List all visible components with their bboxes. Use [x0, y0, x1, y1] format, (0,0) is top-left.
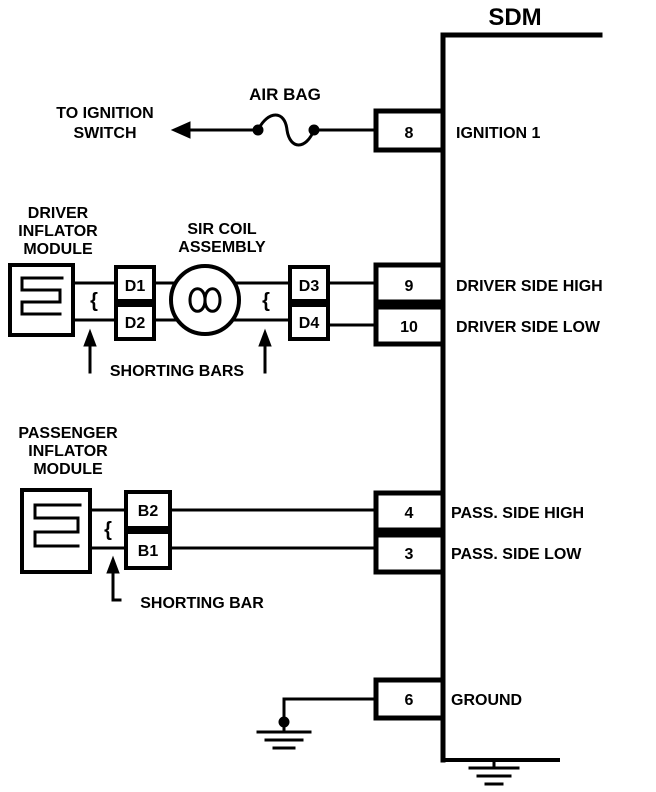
passenger-module-label-2: INFLATOR [28, 443, 108, 460]
pin-name-ignition: IGNITION 1 [456, 125, 541, 142]
connector-b1: B1 [138, 543, 159, 560]
pin-box-3 [373, 532, 446, 575]
shorting-arrow-right-icon [258, 328, 272, 347]
ground-wire [282, 697, 378, 724]
driver-shorting-bracket-left: { [90, 290, 98, 312]
pin-name-ground: GROUND [451, 692, 522, 709]
driver-module-box [8, 263, 75, 337]
passenger-module-box [20, 488, 92, 574]
arrow-icon [170, 121, 191, 139]
ignition-switch-label-1: TO IGNITION [56, 105, 153, 122]
connector-d4-box [288, 303, 330, 341]
connector-d3: D3 [299, 278, 320, 295]
driver-module-label-3: MODULE [23, 241, 93, 258]
driver-squib-icon [20, 276, 64, 316]
driver-shorting-bracket-right: { [262, 290, 270, 312]
fuse-terminal-right [308, 124, 320, 136]
pin-name-pass-high: PASS. SIDE HIGH [451, 505, 584, 522]
ignition-switch-label-2: SWITCH [73, 125, 136, 142]
coil-winding-icon [188, 287, 222, 313]
sdm-title: SDM [488, 4, 541, 31]
pin-number-10: 10 [400, 319, 418, 336]
passenger-module-label-1: PASSENGER [18, 425, 118, 442]
passenger-shorting-bracket: { [104, 519, 112, 541]
pin-name-driver-low: DRIVER SIDE LOW [456, 319, 601, 336]
pin-name-pass-low: PASS. SIDE LOW [451, 546, 582, 563]
fuse-terminal-left [252, 124, 264, 136]
connector-d1: D1 [125, 278, 146, 295]
connector-d2-box [114, 303, 156, 341]
pin-number-9: 9 [405, 278, 414, 295]
connector-d2: D2 [125, 315, 146, 332]
fuse-label: AIR BAG [249, 85, 321, 104]
sir-coil-label-1: SIR COIL [187, 221, 257, 238]
driver-module-label-1: DRIVER [28, 205, 89, 222]
sir-coil-label-2: ASSEMBLY [178, 239, 266, 256]
driver-module-label-2: INFLATOR [18, 223, 98, 240]
pass-shorting-arrow-icon [106, 555, 120, 574]
connector-d4: D4 [299, 315, 320, 332]
connector-b2: B2 [138, 503, 159, 520]
connector-b1-box [124, 530, 172, 570]
passenger-module-label-3: MODULE [33, 461, 103, 478]
driver-shorting-bars-label: SHORTING BARS [110, 363, 245, 380]
passenger-shorting-bar-label: SHORTING BAR [140, 595, 264, 612]
pin-number-4: 4 [405, 505, 414, 522]
pin-name-driver-high: DRIVER SIDE HIGH [456, 278, 603, 295]
shorting-arrow-left-icon [83, 328, 97, 347]
passenger-squib-icon [33, 503, 82, 548]
pin-number-3: 3 [405, 546, 414, 563]
fuse-symbol [255, 113, 316, 147]
pin-number-6: 6 [405, 692, 414, 709]
pin-number-8: 8 [405, 125, 414, 142]
